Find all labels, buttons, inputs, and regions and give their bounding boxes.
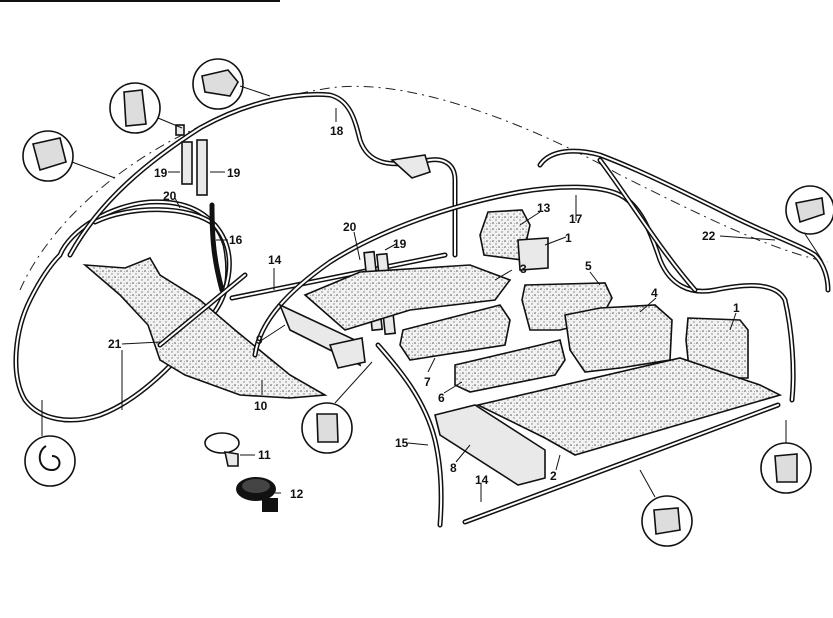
- windscreen-frame-seal: [13, 199, 231, 423]
- leader-lines: [121, 108, 776, 502]
- section-detail-circle-screen: [22, 130, 74, 182]
- callout-11: 11: [258, 448, 271, 462]
- callout-2: 2: [550, 469, 557, 483]
- side-panel-6: [454, 339, 566, 393]
- section-detail-circle-rear-window: [785, 185, 833, 235]
- callout-19-left: 19: [154, 166, 168, 180]
- callout-19-centre: 19: [393, 237, 407, 251]
- callout-4: 4: [651, 286, 658, 300]
- callout-9: 9: [256, 333, 263, 347]
- rear-quarter-bracket: [390, 154, 431, 179]
- callout-19-right: 19: [227, 166, 241, 180]
- pointer-arrows: [41, 85, 823, 498]
- pillar-seal: [209, 202, 225, 293]
- callout-10: 10: [254, 399, 268, 413]
- section-detail-circle-roof: [192, 58, 244, 110]
- callout-5: 5: [585, 259, 592, 273]
- door-aperture-seal: [375, 342, 444, 528]
- rear-window-seal: [537, 148, 831, 293]
- callout-1-upper: 1: [565, 231, 572, 245]
- bracket-9: [328, 337, 366, 369]
- strip-clip: [175, 124, 185, 136]
- section-detail-circle-post: [109, 82, 161, 134]
- callout-22: 22: [702, 229, 716, 243]
- callout-3: 3: [520, 262, 527, 276]
- small-panel-1: [517, 237, 549, 271]
- sill-channel-8: [434, 404, 546, 486]
- door-post-strip-left: [181, 141, 193, 185]
- callout-7: 7: [424, 375, 431, 389]
- section-detail-circle-rear-post: [760, 442, 812, 494]
- trim-fastener-12: [236, 477, 278, 512]
- callout-13: 13: [537, 201, 551, 215]
- trim-button-11: [204, 432, 240, 467]
- callout-15: 15: [395, 436, 409, 450]
- floor-mat-2: [475, 357, 783, 456]
- callout-14-lower: 14: [475, 473, 489, 487]
- section-detail-circle-screen-lower: [24, 435, 76, 487]
- roof-rail-seal: [67, 91, 458, 258]
- callout-17: 17: [569, 212, 583, 226]
- section-detail-circle-post-lower: [301, 402, 353, 454]
- cantrail-seal: [252, 184, 796, 403]
- callout-8: 8: [450, 461, 457, 475]
- callout-20-left: 20: [163, 189, 177, 203]
- callout-16: 16: [229, 233, 243, 247]
- callout-18: 18: [330, 124, 344, 138]
- rear-end-panel-1: [685, 317, 749, 379]
- parcel-shelf-trim: [303, 264, 512, 331]
- callout-12: 12: [290, 487, 304, 501]
- section-detail-circle-sill: [641, 495, 693, 547]
- callout-21: 21: [108, 337, 122, 351]
- side-panel-7: [399, 304, 511, 361]
- wheelarch-cover-4: [564, 304, 673, 373]
- door-post-strip-right: [196, 139, 208, 196]
- callout-14-upper: 14: [268, 253, 282, 267]
- callout-20-right: 20: [343, 220, 357, 234]
- callout-6: 6: [438, 391, 445, 405]
- side-trim-panel: [82, 257, 328, 399]
- callout-1-lower: 1: [733, 301, 740, 315]
